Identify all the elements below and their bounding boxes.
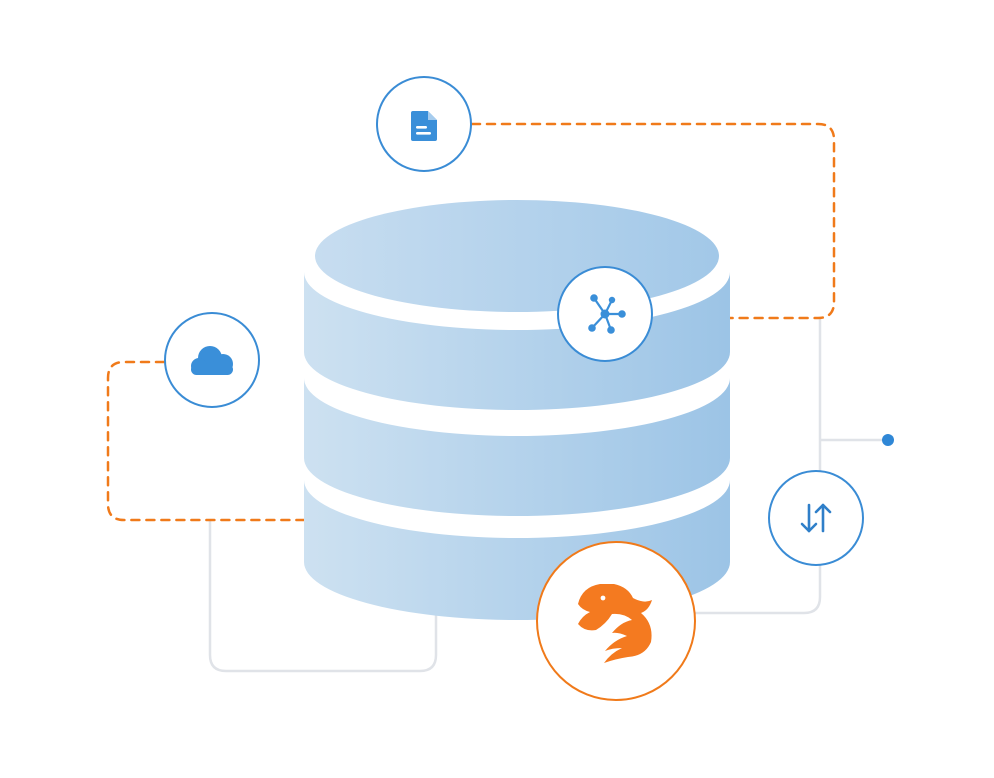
node-document[interactable]	[376, 76, 472, 172]
dashed-connector-document	[470, 122, 836, 320]
node-brand[interactable]	[536, 541, 696, 701]
orange-dashed-connectors	[106, 122, 836, 522]
network-graph-icon	[588, 294, 626, 334]
tiger-logo-icon	[578, 584, 652, 663]
document-icon	[411, 111, 437, 141]
node-network[interactable]	[557, 266, 653, 362]
gray-connector-bottom-left	[208, 520, 438, 673]
connector-endpoint-dot	[882, 434, 894, 446]
node-sync[interactable]	[768, 470, 864, 566]
dashed-connector-cloud	[106, 360, 308, 522]
node-cloud[interactable]	[164, 312, 260, 408]
database-icon	[304, 200, 730, 620]
up-down-arrows-icon	[800, 503, 832, 533]
gray-connector-right-vertical	[690, 318, 822, 615]
cloud-icon	[191, 346, 233, 375]
gray-connectors	[208, 318, 888, 673]
